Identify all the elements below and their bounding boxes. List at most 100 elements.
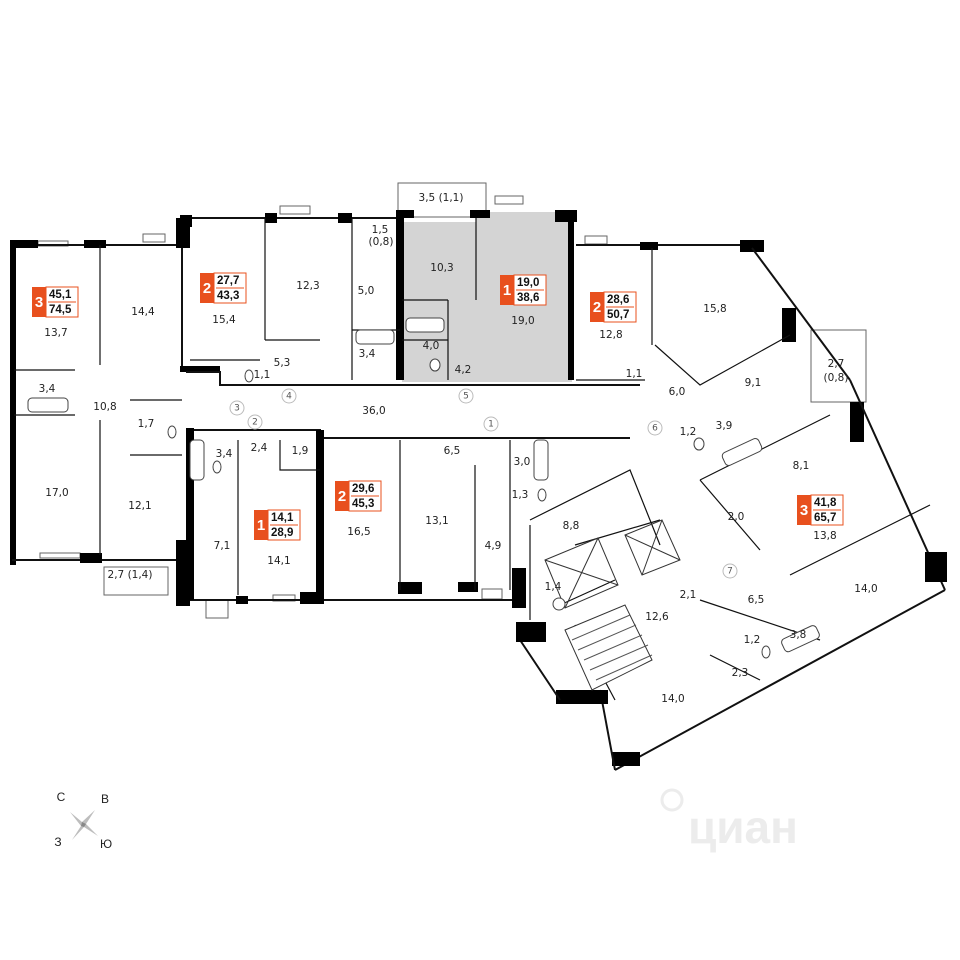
room-12-1: 12,1 <box>128 500 151 512</box>
room-14-0-low: 14,0 <box>661 693 684 705</box>
room-5-0: 5,0 <box>358 285 375 297</box>
balcony-2-7-right: 2,7 <box>828 358 845 370</box>
door-marker <box>229 400 245 416</box>
badge-total-area: 28,9 <box>271 527 293 539</box>
windows <box>37 182 867 619</box>
room-4-2: 4,2 <box>455 364 472 376</box>
room-1-7: 1,7 <box>138 418 155 430</box>
room-9-1: 9,1 <box>745 377 762 389</box>
door-number-1: 1 <box>488 420 494 430</box>
room-13-1: 13,1 <box>425 515 448 527</box>
badge-room-count: 1 <box>503 282 511 299</box>
badge-total-area: 74,5 <box>49 304 72 316</box>
room-labels: 13,714,43,410,81,717,012,12,7 (1,4)15,41… <box>39 192 878 705</box>
room-3-8: 3,8 <box>790 629 807 641</box>
balcony-3-5: 3,5 (1,1) <box>419 192 464 204</box>
room-14-0-right: 14,0 <box>854 583 877 595</box>
bathtubs <box>27 317 820 653</box>
room-19-0: 19,0 <box>511 315 534 327</box>
door-marker <box>247 414 263 430</box>
room-2-4: 2,4 <box>251 442 268 454</box>
room-3-9: 3,9 <box>716 420 733 432</box>
room-3-4-mid: 3,4 <box>359 348 376 360</box>
room-16-5: 16,5 <box>347 526 370 538</box>
toilets <box>167 358 771 659</box>
room-1-9: 1,9 <box>292 445 309 457</box>
room-14-1: 14,1 <box>267 555 290 567</box>
room-3-4-low: 3,4 <box>216 448 233 460</box>
watermark-text: циан <box>688 801 798 853</box>
door-number-4: 4 <box>286 392 292 402</box>
room-8-8: 8,8 <box>563 520 580 532</box>
door-number-6: 6 <box>652 424 658 434</box>
door-labels: 1 2 3 4 5 6 7 <box>229 388 738 579</box>
badge-total-area: 43,3 <box>217 290 239 302</box>
compass-rose: С В З Ю <box>54 790 112 851</box>
room-12-6: 12,6 <box>645 611 669 623</box>
door-marker <box>722 563 738 579</box>
room-10-3: 10,3 <box>430 262 453 274</box>
door-number-5: 5 <box>463 392 469 402</box>
room-4-0: 4,0 <box>423 340 440 352</box>
badge-room-count-box <box>254 510 268 540</box>
door-number-3: 3 <box>234 404 240 414</box>
badge-room-count: 2 <box>338 488 346 505</box>
room-1-4: 1,4 <box>545 581 562 593</box>
door-marker <box>647 420 663 436</box>
room-1-5: 1,5 <box>372 224 389 236</box>
badge-living-area: 41,8 <box>814 497 837 509</box>
interior-walls <box>14 218 931 701</box>
room-7-1: 7,1 <box>214 540 231 552</box>
badge-room-count-box <box>500 275 514 305</box>
compass-south: Ю <box>100 837 112 851</box>
room-12-3: 12,3 <box>296 280 319 292</box>
room-5-3: 5,3 <box>274 357 291 369</box>
room-1-1-a: 1,1 <box>254 369 271 381</box>
badge-total-area: 45,3 <box>352 498 374 510</box>
room-15-4: 15,4 <box>212 314 236 326</box>
room-3-4-left: 3,4 <box>39 383 56 395</box>
badge-room-count-box <box>335 481 349 511</box>
room-13-8: 13,8 <box>813 530 836 542</box>
room-14-4: 14,4 <box>131 306 155 318</box>
door-marker <box>458 388 474 404</box>
room-2-0: 2,0 <box>728 511 745 523</box>
balcony-2-7: 2,7 (1,4) <box>108 569 153 581</box>
room-3-0: 3,0 <box>514 456 531 468</box>
corridor-36-0: 36,0 <box>362 405 385 417</box>
room-6-5-right: 6,5 <box>748 594 765 606</box>
compass-east: В <box>101 792 109 806</box>
room-1-2-top: 1,2 <box>680 426 697 438</box>
door-number-7: 7 <box>727 567 733 577</box>
balcony-2-7-right-sub: (0,8) <box>824 372 849 384</box>
door-marker <box>483 416 499 432</box>
cian-watermark: циан <box>660 788 798 853</box>
badge-room-count: 2 <box>203 280 211 297</box>
badge-room-count-box <box>32 287 46 317</box>
badge-living-area: 45,1 <box>49 289 72 301</box>
room-12-8: 12,8 <box>599 329 622 341</box>
badge-room-count-box <box>797 495 811 525</box>
door-marker <box>281 388 297 404</box>
compass-west: З <box>54 835 61 849</box>
room-4-9: 4,9 <box>485 540 502 552</box>
room-17-0: 17,0 <box>45 487 68 499</box>
room-1-2-low: 1,2 <box>744 634 761 646</box>
badge-total-area: 50,7 <box>607 309 629 321</box>
elevator-shafts <box>544 519 681 609</box>
badge-total-area: 65,7 <box>814 512 836 524</box>
badge-living-area: 14,1 <box>271 512 294 524</box>
badge-living-area: 28,6 <box>607 294 629 306</box>
compass-north: С <box>57 790 66 804</box>
room-6-0: 6,0 <box>669 386 686 398</box>
room-6-5-mid: 6,5 <box>444 445 461 457</box>
